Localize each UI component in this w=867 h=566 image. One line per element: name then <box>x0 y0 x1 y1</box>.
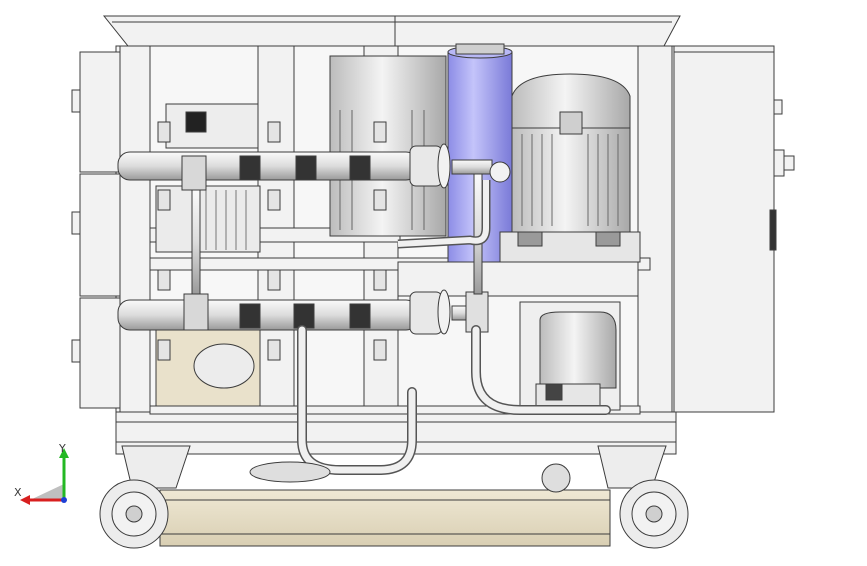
manifold-valve <box>349 303 371 329</box>
frame-post <box>119 45 151 413</box>
lower-manifold <box>117 299 419 331</box>
manifold-valve <box>293 303 315 329</box>
z-axis-dot <box>61 497 67 503</box>
caster-wheel-right <box>597 445 689 549</box>
caster-wheel-left <box>99 445 191 549</box>
electrical-cabinet <box>673 45 775 413</box>
triad-plane <box>30 484 64 500</box>
top-lift-frame <box>102 15 681 47</box>
motor-right <box>511 73 631 129</box>
left-panel-mid <box>79 173 121 297</box>
manifold-valve <box>239 303 261 329</box>
axis-triad: Y X <box>14 442 69 505</box>
frame-post <box>637 45 673 413</box>
y-axis-arrowhead <box>59 448 69 458</box>
manifold-valve <box>181 155 207 191</box>
x-axis-label: X <box>14 486 22 499</box>
manifold-valve <box>349 155 371 181</box>
upper-manifold <box>117 151 419 181</box>
y-axis-label: Y <box>58 442 66 455</box>
base-frame <box>115 411 677 443</box>
manifold-valve <box>295 155 317 181</box>
left-panel-bot <box>79 297 121 409</box>
manifold-valve <box>239 155 261 181</box>
base-skid <box>159 489 611 547</box>
x-axis-arrowhead <box>20 495 30 505</box>
manifold-valve <box>183 293 209 331</box>
left-panel-top <box>79 51 121 173</box>
